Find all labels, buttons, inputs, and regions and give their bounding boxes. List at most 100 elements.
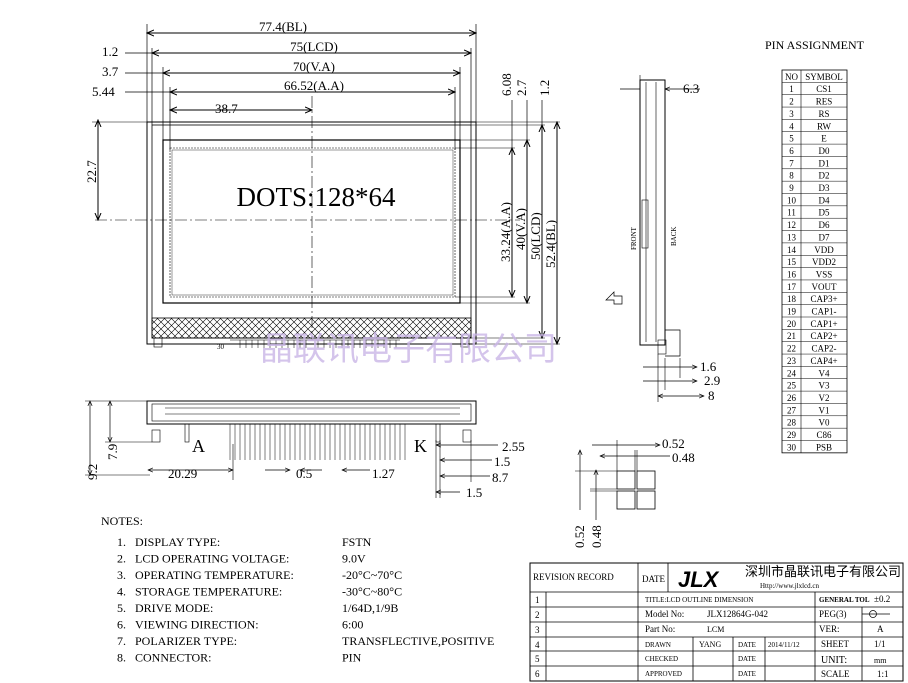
note-number: 1. [117,535,126,549]
bottom-view [85,401,498,498]
general-tol-label: GENERAL TOL [819,596,870,604]
pin-number: 22 [787,344,796,354]
dim-lcd-width: 75(LCD) [290,39,338,54]
dots-label: DOTS:128*64 [236,182,396,212]
pin-number: 26 [787,393,797,403]
note-number: 3. [117,568,126,582]
pixel-detail-labels: 0.52 0.48 0.52 0.48 [572,436,695,548]
pin-30-label: 30 [217,343,225,351]
pin-symbol: RS [818,109,829,119]
note-label: CONNECTOR: [135,651,211,665]
side-view-labels: 6.3 FRONT BACK 1.6 2.9 8 [630,81,720,403]
pin-symbol: CAP2- [811,344,836,354]
dim-left-1-2: 1.2 [102,44,118,59]
pin-number: 27 [787,405,797,415]
pin-symbol: VDD [814,245,834,255]
pin-symbol: CAP1+ [810,319,837,329]
pin-number: 11 [787,208,796,218]
pin-number: 10 [787,195,797,205]
dim-aa-height: 33.24(A.A) [498,202,513,262]
anode-label: A [192,436,205,456]
front-view-labels: 77.4(BL) 75(LCD) 70(V.A) 66.52(A.A) 1.2 … [84,19,558,368]
note-value: PIN [342,651,362,665]
dim-side-2-9: 2.9 [704,373,720,388]
pin-symbol: CS1 [816,84,832,94]
row-num-2: 2 [535,610,540,620]
note-number: 2. [117,552,126,566]
pin-number: 25 [787,381,797,391]
pin-symbol: E [821,134,827,144]
pin-symbol: V4 [819,368,830,378]
pin-number: 18 [787,294,797,304]
pin-header-no: NO [785,72,798,82]
row-num-3: 3 [535,625,540,635]
company-name: 深圳市晶联讯电子有限公司 [745,564,901,580]
pin-number: 29 [787,430,797,440]
pin-number: 24 [787,368,797,378]
ver-label: VER: [819,624,840,634]
row-num-6: 6 [535,669,540,679]
pixel-detail [575,440,670,520]
pin-symbol: D4 [819,195,830,205]
pin-number: 2 [789,97,794,107]
jlx-logo: JLX [678,567,720,592]
pin-number: 4 [789,121,794,131]
note-value: -30°C~80°C [342,585,402,599]
model-value: JLX12864G-042 [707,609,768,619]
dim-9-2: 9.2 [85,464,100,480]
drawn-value: YANG [699,640,721,649]
watermark: 晶联讯电子有限公司 [260,329,557,368]
general-tol-value: ±0.2 [874,594,890,604]
pin-symbol: V3 [819,381,830,391]
title-block-text: REVISION RECORD DATE JLX 深圳市晶联讯电子有限公司 Ht… [533,564,901,679]
dim-38-7: 38.7 [215,101,238,116]
pin-number: 1 [789,84,794,94]
date-label-1: DATE [738,641,756,649]
pin-number: 21 [787,331,796,341]
note-value: 9.0V [342,552,366,566]
note-number: 6. [117,618,126,632]
approved-label: APPROVED [645,670,682,678]
pin-symbol: PSB [816,442,832,452]
dim-va-width: 70(V.A) [293,59,335,74]
pin-symbol: VDD2 [812,257,836,267]
pin-symbol: D6 [819,220,830,230]
row-num-5: 5 [535,654,540,664]
dim-top-6-08: 6.08 [499,73,514,96]
dim-aa-width: 66.52(A.A) [284,78,344,93]
pin-number: 7 [789,158,794,168]
dim-lcd-height: 50(LCD) [528,212,543,260]
drawn-label: DRAWN [645,641,671,649]
dim-bl-width: 77.4(BL) [259,19,307,34]
pin-number: 5 [789,134,794,144]
side-view [605,75,704,402]
company-url: Http://www.jlxlcd.cn [760,582,820,590]
front-label: FRONT [630,226,638,250]
ver-value: A [877,624,884,634]
note-label: DISPLAY TYPE: [135,535,220,549]
date-label-2: DATE [738,655,756,663]
unit-label: UNIT: [821,655,847,666]
unit-value: mm [874,656,887,665]
pin-number: 20 [787,319,797,329]
pin-number: 9 [789,183,794,193]
notes-title: NOTES: [101,514,143,528]
note-value: 1/64D,1/9B [342,601,398,615]
pin-number: 16 [787,269,797,279]
note-number: 8. [117,651,126,665]
pin-symbol: RW [817,121,832,131]
dim-20-29: 20.29 [168,466,197,481]
dim-0-48-top: 0.48 [672,450,695,465]
pin-symbol: VOUT [812,282,837,292]
back-label: BACK [670,227,678,246]
pin-symbol: V1 [819,405,830,415]
note-number: 7. [117,634,126,648]
pin-symbol: C86 [816,430,832,440]
dim-1-5a: 1.5 [494,454,510,469]
pin-number: 12 [787,220,796,230]
note-label: LCD OPERATING VOLTAGE: [135,552,289,566]
